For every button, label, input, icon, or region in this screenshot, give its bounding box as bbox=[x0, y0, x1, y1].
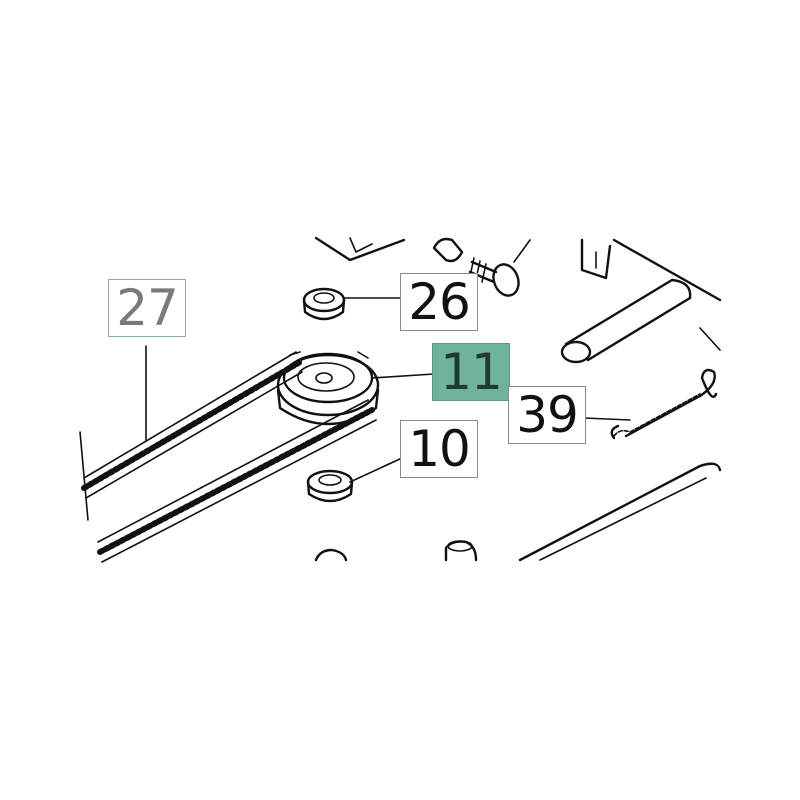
nut-lower-right bbox=[444, 540, 478, 562]
spacer-26 bbox=[302, 287, 346, 321]
housing bbox=[518, 238, 722, 562]
bolt bbox=[468, 239, 531, 297]
callout-26: 26 bbox=[400, 273, 478, 331]
callout-39: 39 bbox=[508, 386, 586, 444]
pulley bbox=[276, 351, 380, 426]
callout-11: 11 bbox=[432, 343, 510, 401]
spring bbox=[610, 368, 718, 440]
bracket bbox=[314, 236, 406, 262]
callout-27: 27 bbox=[108, 279, 186, 337]
nut-lower-left bbox=[314, 548, 348, 562]
spacer-10 bbox=[306, 469, 354, 503]
belt bbox=[79, 351, 377, 563]
leader-lines bbox=[145, 297, 631, 483]
cap bbox=[432, 237, 464, 263]
shaft bbox=[560, 278, 692, 364]
callout-10: 10 bbox=[400, 420, 478, 478]
